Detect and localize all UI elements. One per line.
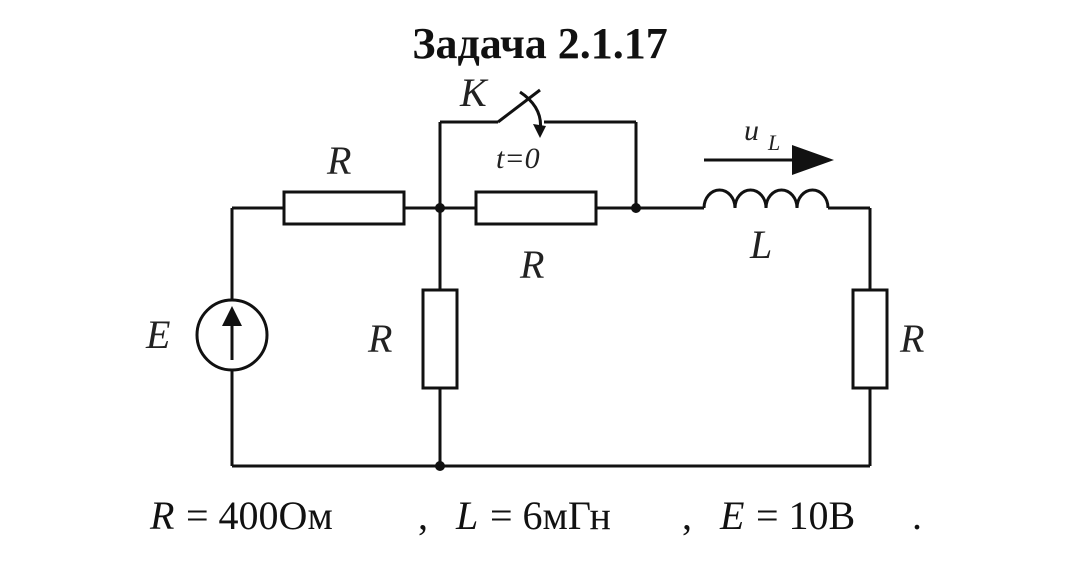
label-switch-time: t=0 (496, 142, 540, 175)
junction-top-right (631, 203, 641, 213)
switch-blade (497, 88, 541, 124)
label-r-top-left: R (326, 138, 351, 183)
junction-bottom (435, 461, 445, 471)
resistor-vertical-right (851, 288, 889, 390)
emf-source-circle (195, 298, 269, 372)
label-r-vertical-right: R (899, 316, 924, 361)
label-voltage-subscript: L (767, 130, 780, 155)
resistor-top-middle (474, 190, 598, 226)
param-r-value: = 400Ом (186, 493, 333, 538)
label-emf-source: E (145, 312, 170, 357)
emf-arrow-head (222, 306, 242, 326)
param-l-symbol: L (456, 493, 479, 538)
switch-arrow-head (533, 124, 546, 138)
resistor-vertical-middle (421, 288, 459, 390)
param-l-value: = 6мГн (490, 493, 611, 538)
label-r-top-middle: R (519, 242, 544, 287)
param-separator-2: , (682, 493, 692, 538)
junction-top-left (435, 203, 445, 213)
inductor-coils (702, 188, 830, 209)
label-r-vertical-middle: R (367, 316, 392, 361)
problem-title: Задача 2.1.17 (412, 19, 668, 68)
label-inductor: L (749, 222, 772, 267)
parameter-line: R = 400Ом , L = 6мГн , E = 10В . (150, 492, 1010, 552)
param-separator-1: , (418, 493, 428, 538)
param-e-value: = 10В (756, 493, 856, 538)
param-r-symbol: R (150, 493, 175, 538)
param-end: . (912, 493, 922, 538)
param-e-symbol: E (720, 493, 745, 538)
label-switch: K (459, 70, 489, 115)
label-voltage-u: u (744, 114, 759, 147)
resistor-top-left (282, 190, 406, 226)
